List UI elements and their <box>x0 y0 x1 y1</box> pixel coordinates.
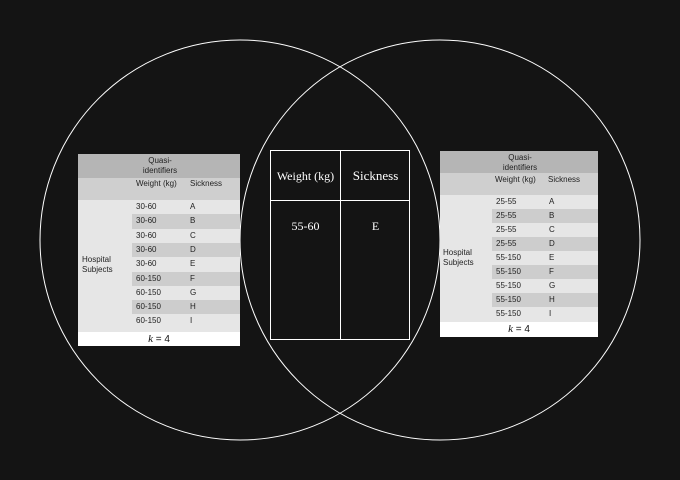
table-row <box>492 293 598 307</box>
sickness-column-header: Sickness <box>352 168 399 183</box>
table-row <box>492 265 598 279</box>
table-row <box>132 271 240 286</box>
sickness-cell: B <box>549 211 555 220</box>
k-variable: k <box>148 333 153 345</box>
k-variable: k <box>508 323 513 335</box>
sickness-cell: F <box>190 273 195 283</box>
sickness-cell: D <box>549 239 555 248</box>
weight-cell: 30-60 <box>136 216 157 226</box>
k-anonymity-label: k = 4 <box>78 332 240 346</box>
sickness-cell: I <box>549 309 552 318</box>
hospital-subjects-label: Hospital Subjects <box>82 255 113 274</box>
sickness-cell: D <box>190 244 196 254</box>
table-row <box>132 242 240 258</box>
weight-cell: 60-150 <box>136 273 161 283</box>
header-divider <box>271 200 409 201</box>
k-anonymity-label: k = 4 <box>440 322 598 337</box>
sickness-cell: C <box>190 230 196 240</box>
weight-cell: 25-55 <box>496 211 517 220</box>
table-column-header-row <box>78 178 240 200</box>
sickness-cell: C <box>549 225 555 234</box>
sickness-cell: E <box>549 253 555 262</box>
weight-cell: 30-60 <box>136 230 157 240</box>
weight-column-header: Weight (kg) <box>276 169 335 183</box>
weight-cell: 25-55 <box>496 197 517 206</box>
weight-cell: 55-150 <box>496 267 521 276</box>
k-value: = 4 <box>152 334 170 345</box>
weight-cell: 55-150 <box>496 295 521 304</box>
column-divider <box>340 151 341 339</box>
table-column-header-row <box>440 173 598 195</box>
weight-column-header: Weight (kg) <box>136 179 177 188</box>
weight-cell: 30-60 <box>136 244 157 254</box>
sickness-cell: A <box>549 197 555 206</box>
table-row <box>132 214 240 229</box>
weight-cell: 60-150 <box>136 316 161 326</box>
sickness-cell: F <box>549 267 554 276</box>
intersection-table: Weight (kg) Sickness 55-60 E <box>270 150 410 340</box>
sickness-cell: B <box>190 216 196 226</box>
left-anonymized-table: Quasi- identifiers Weight (kg) Sickness … <box>78 154 240 346</box>
sickness-cell: H <box>190 302 196 312</box>
weight-column-header: Weight (kg) <box>495 175 536 184</box>
sickness-cell: G <box>549 281 556 290</box>
weight-cell: 55-150 <box>496 309 521 318</box>
table-header-group-row <box>78 154 240 178</box>
sickness-column-header: Sickness <box>548 175 581 184</box>
sickness-cell: E <box>190 259 196 269</box>
table-header-group-row <box>440 151 598 173</box>
hospital-subjects-label: Hospital Subjects <box>443 248 474 267</box>
weight-cell: 55-150 <box>496 253 521 262</box>
table-row <box>492 209 598 223</box>
sickness-cell: I <box>190 316 193 326</box>
weight-cell: 25-55 <box>496 225 517 234</box>
table-row <box>132 300 240 315</box>
right-anonymized-table: Quasi- identifiers Weight (kg) Sickness … <box>440 151 598 337</box>
weight-cell: 55-150 <box>496 281 521 290</box>
weight-cell: 60-150 <box>136 287 161 297</box>
quasi-identifiers-header: Quasi- identifiers <box>142 156 178 175</box>
sickness-cell: A <box>190 202 196 211</box>
sickness-cell: H <box>549 295 555 304</box>
weight-cell: 30-60 <box>136 202 157 211</box>
quasi-identifiers-header: Quasi- identifiers <box>502 153 538 172</box>
weight-cell: 60-150 <box>136 302 161 312</box>
weight-cell: 25-55 <box>496 239 517 248</box>
weight-value: 55-60 <box>291 219 320 233</box>
weight-cell: 30-60 <box>136 259 157 269</box>
sickness-value: E <box>371 219 380 233</box>
right-circle <box>239 39 641 441</box>
k-value: = 4 <box>512 324 530 335</box>
sickness-cell: G <box>190 287 197 297</box>
table-row <box>492 237 598 251</box>
sickness-column-header: Sickness <box>190 179 223 188</box>
